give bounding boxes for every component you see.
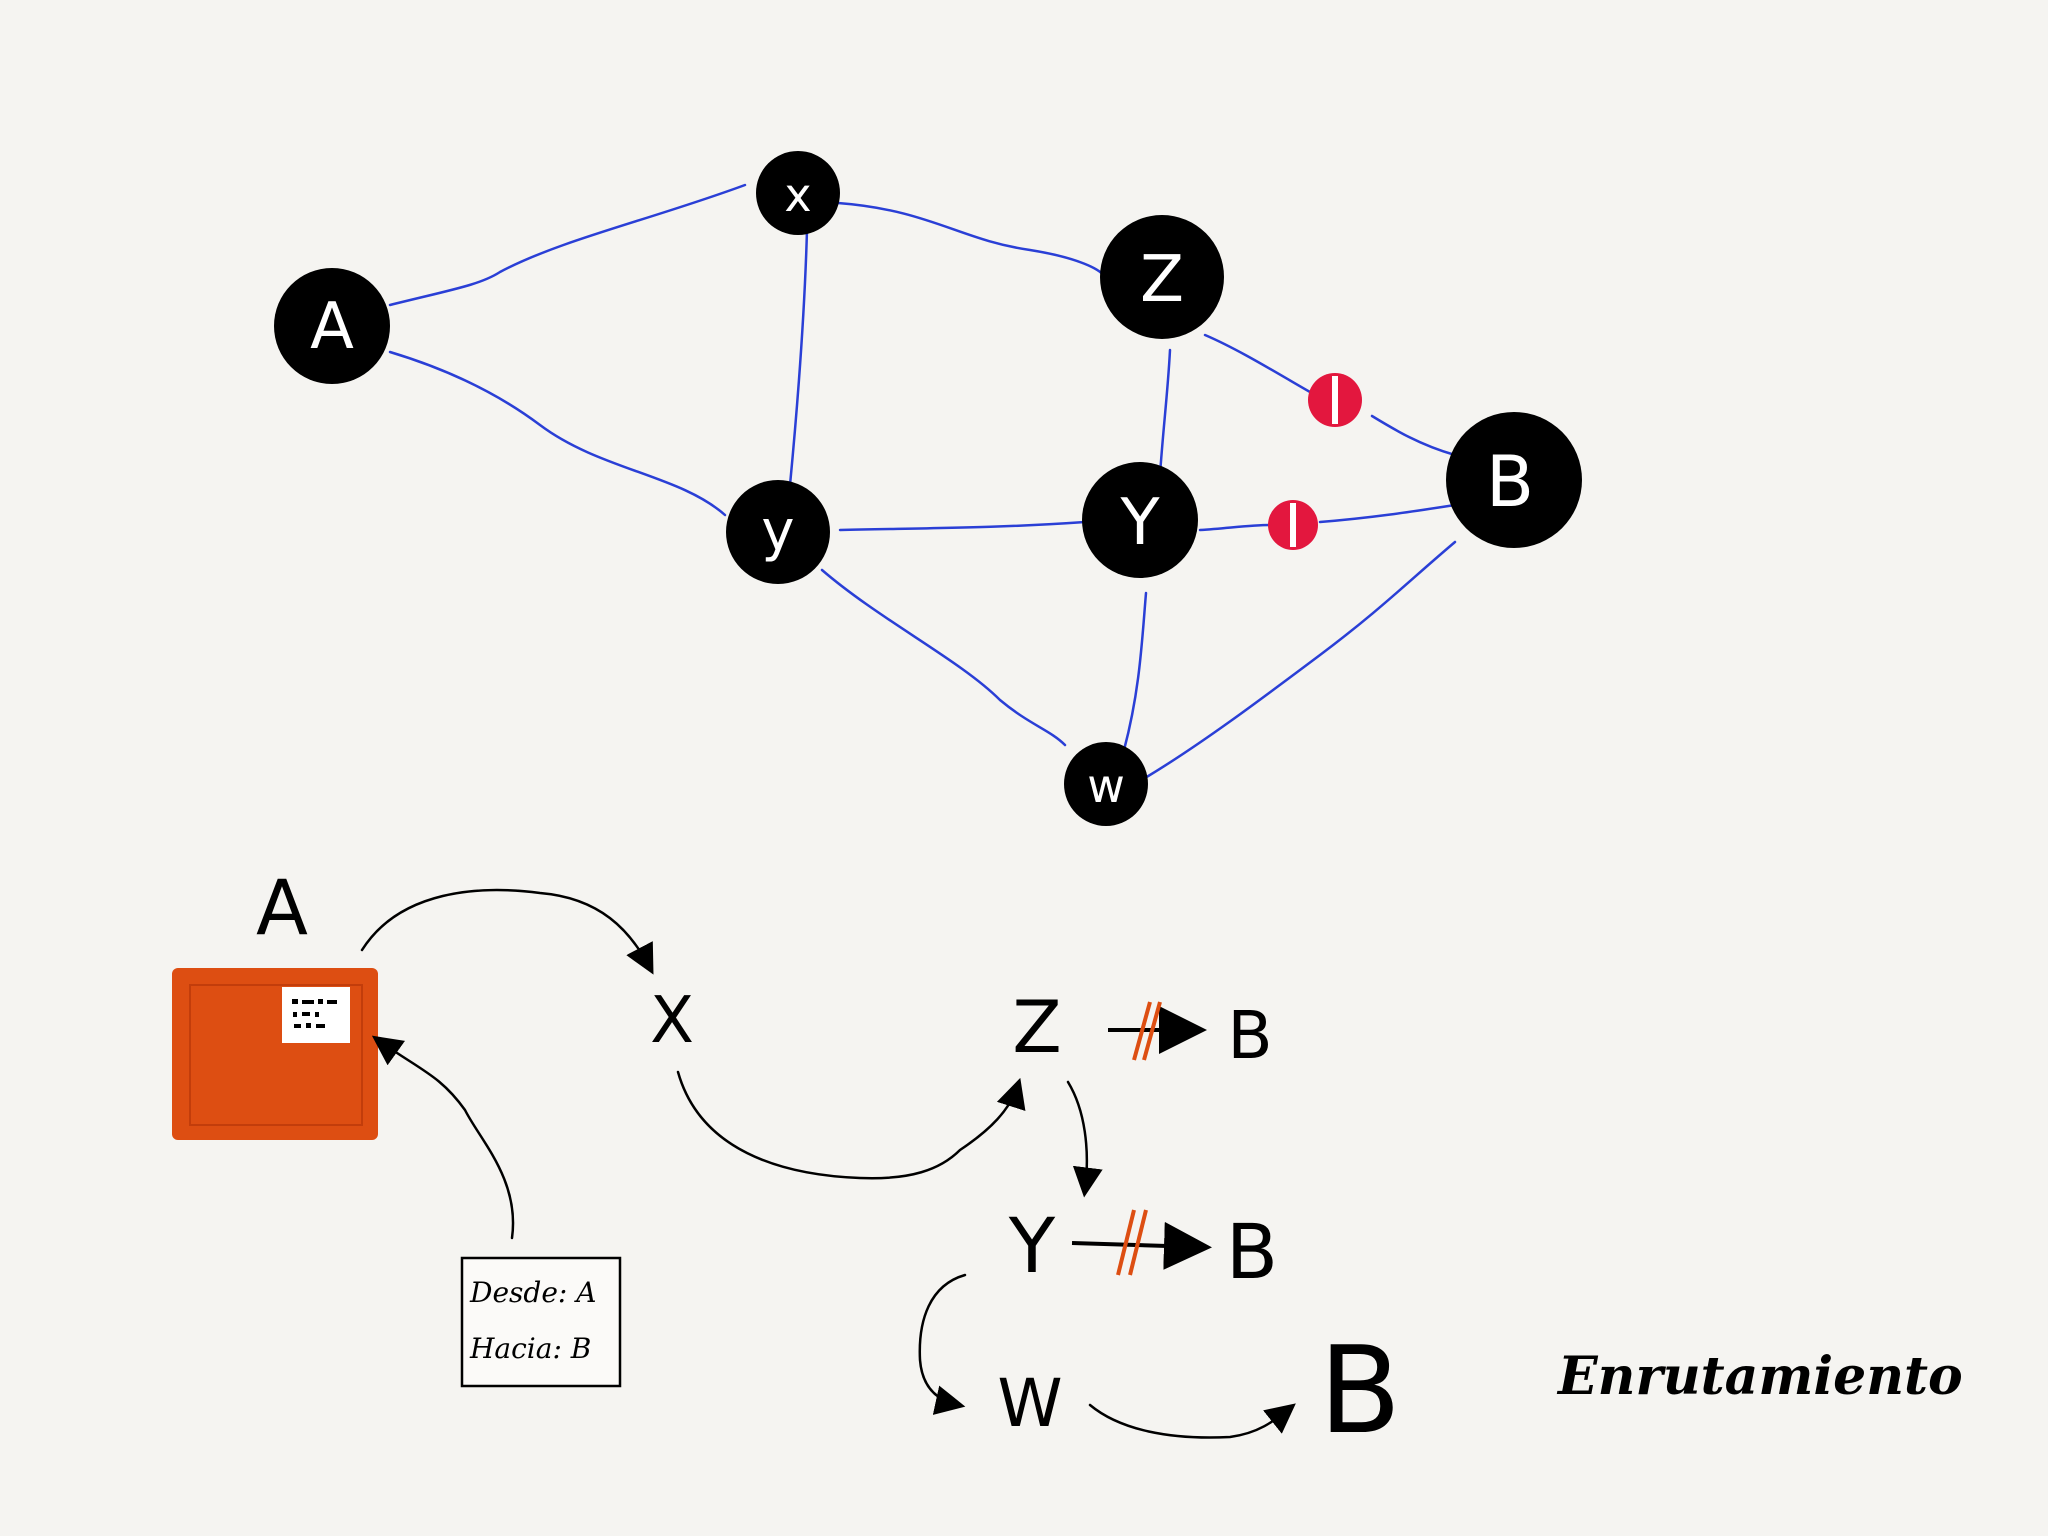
svg-text:A: A bbox=[310, 290, 354, 364]
arrow-A-X bbox=[360, 888, 654, 975]
svg-text:B: B bbox=[1486, 441, 1534, 523]
label-X: X bbox=[650, 984, 694, 1058]
label-B-after-Z: B bbox=[1227, 997, 1272, 1074]
label-B-final: B bbox=[1319, 1322, 1401, 1461]
arrow-Z-Y bbox=[1066, 1080, 1103, 1198]
svg-text:x: x bbox=[784, 168, 811, 222]
svg-text:Z: Z bbox=[1140, 243, 1184, 317]
edge-y-w bbox=[820, 568, 1067, 747]
arrow-X-Z bbox=[676, 1070, 1026, 1180]
label-Z: Z bbox=[1012, 985, 1061, 1069]
diagram-title: Enrutamiento bbox=[1556, 1346, 1963, 1407]
node-A: A bbox=[274, 268, 390, 384]
label-A: A bbox=[256, 863, 308, 952]
label-B-after-Y: B bbox=[1226, 1207, 1278, 1296]
edge-blk-B-bot bbox=[1318, 503, 1457, 524]
graph-edges bbox=[388, 183, 1457, 780]
edge-Y-w bbox=[1122, 591, 1148, 752]
arrow-note-package bbox=[371, 1035, 515, 1240]
node-y: y bbox=[726, 480, 830, 584]
label-Y: Y bbox=[1008, 1201, 1056, 1290]
svg-text:y: y bbox=[761, 499, 794, 564]
edge-x-y bbox=[788, 228, 809, 487]
note-from: Desde: A bbox=[469, 1276, 596, 1309]
arrow-W-B bbox=[1088, 1403, 1296, 1439]
label-W: W bbox=[997, 1365, 1062, 1442]
blocked-marker-Y-B bbox=[1268, 500, 1318, 550]
node-w: w bbox=[1064, 742, 1148, 826]
node-Z: Z bbox=[1100, 215, 1224, 339]
node-Y: Y bbox=[1082, 462, 1198, 578]
edge-blk-B-top bbox=[1370, 414, 1457, 457]
blocked-marker-Z-B bbox=[1308, 373, 1362, 427]
edge-A-y bbox=[388, 350, 727, 517]
arrow-Y-W bbox=[918, 1273, 967, 1415]
package-icon bbox=[172, 968, 378, 1140]
node-B: B bbox=[1446, 412, 1582, 548]
edge-x-Z bbox=[836, 201, 1105, 277]
note-to: Hacia: B bbox=[469, 1332, 591, 1365]
blocked-arrow-Y-B bbox=[1071, 1209, 1212, 1276]
edge-A-x bbox=[388, 183, 747, 307]
address-note: Desde: A Hacia: B bbox=[460, 1256, 622, 1388]
edge-Y-blk bbox=[1198, 523, 1272, 532]
node-x: x bbox=[756, 151, 840, 235]
blocked-arrow-Z-B bbox=[1108, 1001, 1207, 1061]
edge-Z-blk bbox=[1203, 333, 1312, 394]
svg-text:Y: Y bbox=[1119, 486, 1160, 560]
svg-text:w: w bbox=[1087, 759, 1125, 813]
edge-Z-Y bbox=[1158, 348, 1172, 477]
edge-w-B bbox=[1143, 540, 1457, 780]
edge-y-Y bbox=[838, 520, 1087, 532]
